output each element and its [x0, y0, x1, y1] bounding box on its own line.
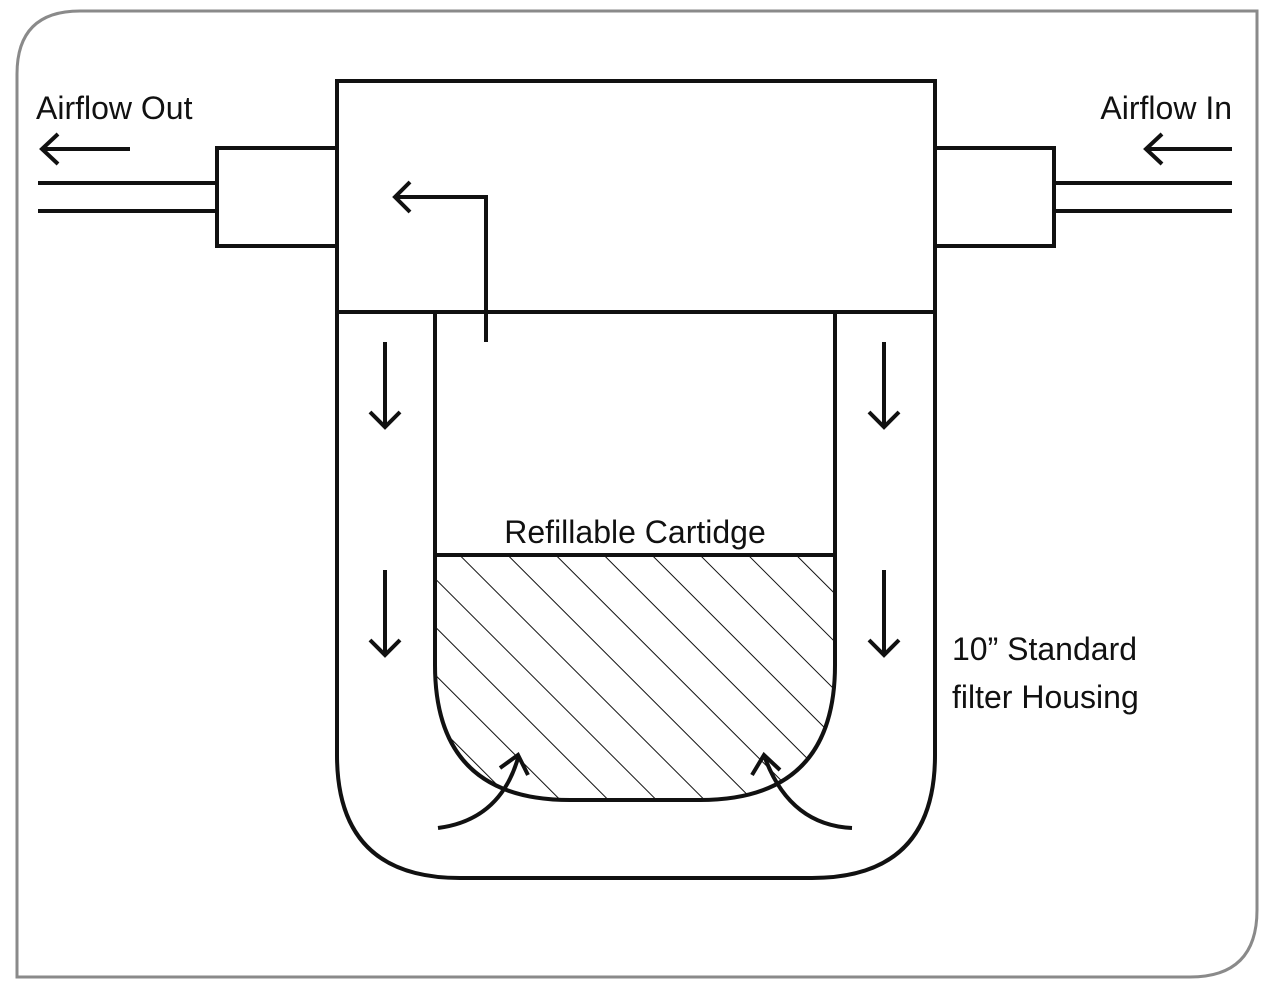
upflow-arrow-left — [437, 752, 530, 830]
center-tube-arrow-head — [392, 180, 412, 214]
airflow-out-arrow-head — [39, 132, 60, 166]
down-arrow-left-lower — [368, 570, 402, 658]
airflow-in-label: Airflow In — [1100, 90, 1232, 126]
outlet-port — [215, 146, 339, 248]
airflow-in-arrow-head — [1143, 132, 1164, 166]
down-arrow-left-upper — [368, 342, 402, 430]
cartridge-label: Refillable Cartidge — [504, 514, 765, 550]
upflow-arrow-right — [750, 751, 853, 830]
housing-label-line2: filter Housing — [952, 679, 1139, 715]
down-arrow-right-lower — [867, 570, 901, 658]
outer-frame — [15, 9, 1259, 979]
refillable-cartridge — [433, 312, 837, 802]
center-tube-arrow — [395, 195, 488, 342]
housing-label-line1: 10” Standard — [952, 631, 1137, 667]
down-arrow-right-upper — [867, 342, 901, 430]
housing-bowl — [335, 312, 937, 880]
inlet-port — [933, 146, 1056, 248]
airflow-out-label: Airflow Out — [36, 90, 193, 126]
